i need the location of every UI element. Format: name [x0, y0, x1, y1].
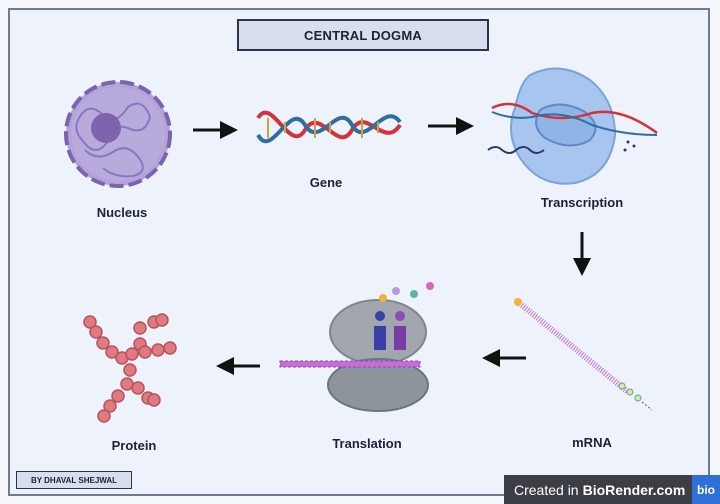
ribosome-icon	[279, 282, 434, 412]
rna-polymerase-icon	[487, 67, 658, 185]
protein-chain-icon	[83, 313, 177, 423]
page-title: CENTRAL DOGMA	[237, 19, 489, 51]
biorender-badge[interactable]: Created in BioRender.com bio	[504, 475, 720, 504]
mrna-strand-icon	[514, 298, 653, 411]
label-nucleus: Nucleus	[96, 205, 148, 220]
label-protein: Protein	[111, 438, 157, 453]
label-translation: Translation	[332, 436, 402, 451]
dna-helix-icon	[256, 110, 402, 144]
brand-prefix: Created in	[514, 481, 579, 498]
bio-logo-icon: bio	[692, 475, 720, 504]
label-mrna: mRNA	[572, 435, 612, 450]
label-transcription: Transcription	[540, 195, 624, 210]
author-credit: BY DHAVAL SHEJWAL	[16, 471, 132, 489]
nucleus-icon	[64, 80, 172, 188]
brand-name: BioRender.com	[582, 481, 686, 498]
label-gene: Gene	[309, 175, 343, 190]
